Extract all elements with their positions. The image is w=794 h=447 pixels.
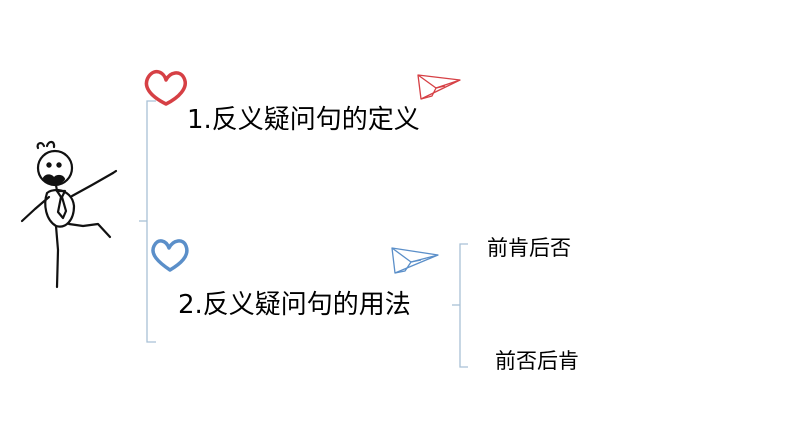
paper-plane-red-icon xyxy=(418,75,460,99)
diagram-subitem-positive-negative: 前肯后否 xyxy=(487,238,571,259)
heart-red-icon xyxy=(146,72,185,104)
sub-bracket xyxy=(452,244,468,367)
heart-blue-icon xyxy=(153,241,187,270)
stick-figure-icon xyxy=(22,142,116,287)
main-bracket xyxy=(139,101,156,342)
paper-plane-blue-icon xyxy=(392,248,438,273)
diagram-subitem-negative-positive: 前否后肯 xyxy=(495,351,579,372)
diagram-item-definition: 1.反义疑问句的定义 xyxy=(187,107,420,133)
diagram-item-usage: 2.反义疑问句的用法 xyxy=(178,292,411,318)
